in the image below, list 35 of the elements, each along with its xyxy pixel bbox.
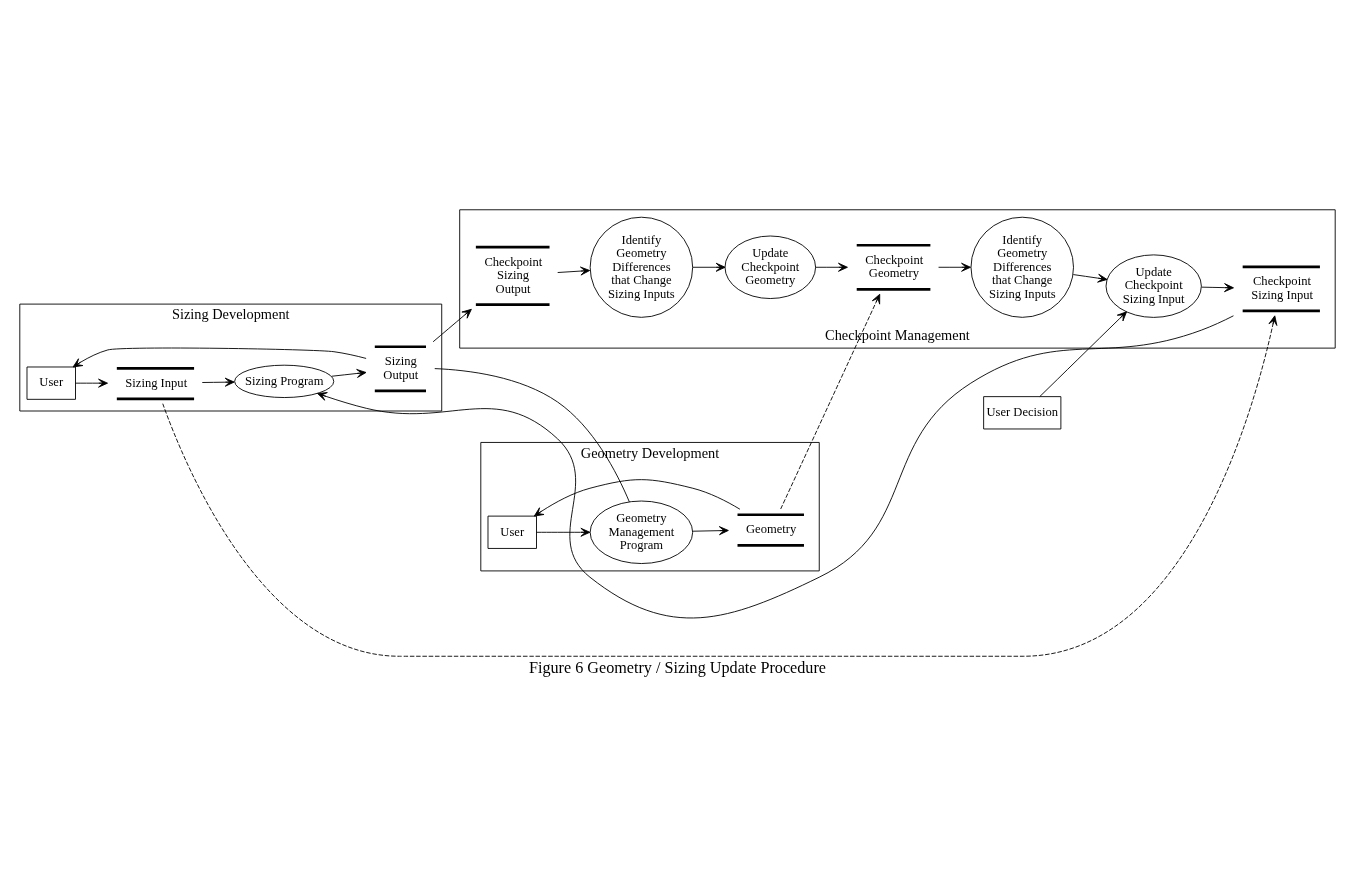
arrow — [533, 478, 741, 517]
arrow — [692, 525, 729, 535]
node-text: Geometry — [746, 521, 797, 536]
arrow — [692, 262, 726, 272]
node-box: User — [487, 515, 537, 549]
connector — [434, 367, 630, 502]
arrow — [1039, 310, 1127, 397]
node-ellipse: Update Checkpoint Sizing Input — [1105, 253, 1202, 318]
node-ellipse: Sizing Program — [234, 364, 335, 398]
node-circle: Identify Geometry Differences that Change Sizing Inputs — [589, 216, 694, 318]
node-ellipse: Geometry Management Program — [589, 500, 694, 564]
arrow — [938, 262, 971, 272]
node-box: User Decision — [983, 395, 1062, 429]
node-box: User — [26, 366, 76, 400]
arrow — [331, 368, 367, 378]
arrow — [75, 378, 108, 388]
arrow — [162, 314, 1278, 657]
arrow — [201, 377, 235, 387]
node-text: Checkpoint Geometry — [865, 252, 924, 280]
arrow — [317, 314, 1234, 618]
caption: Figure 6 Geometry / Sizing Update Procedure — [528, 658, 827, 676]
node-text: Sizing Output — [383, 353, 419, 382]
arrow — [1072, 273, 1108, 283]
arrow — [815, 262, 848, 272]
arrow — [1201, 282, 1234, 292]
node-circle: Identify Geometry Differences that Change Sizing Inputs — [970, 216, 1074, 318]
arrow — [536, 527, 591, 537]
node-text: Checkpoint Sizing Input — [1251, 273, 1313, 302]
node-text: Sizing Input — [125, 375, 188, 390]
arrow — [557, 266, 591, 276]
node-ellipse: Update Checkpoint Geometry — [724, 235, 817, 299]
arrow — [780, 293, 881, 509]
arrow — [432, 308, 472, 342]
arrow — [72, 347, 367, 367]
node-text: Checkpoint Sizing Output — [484, 254, 543, 296]
